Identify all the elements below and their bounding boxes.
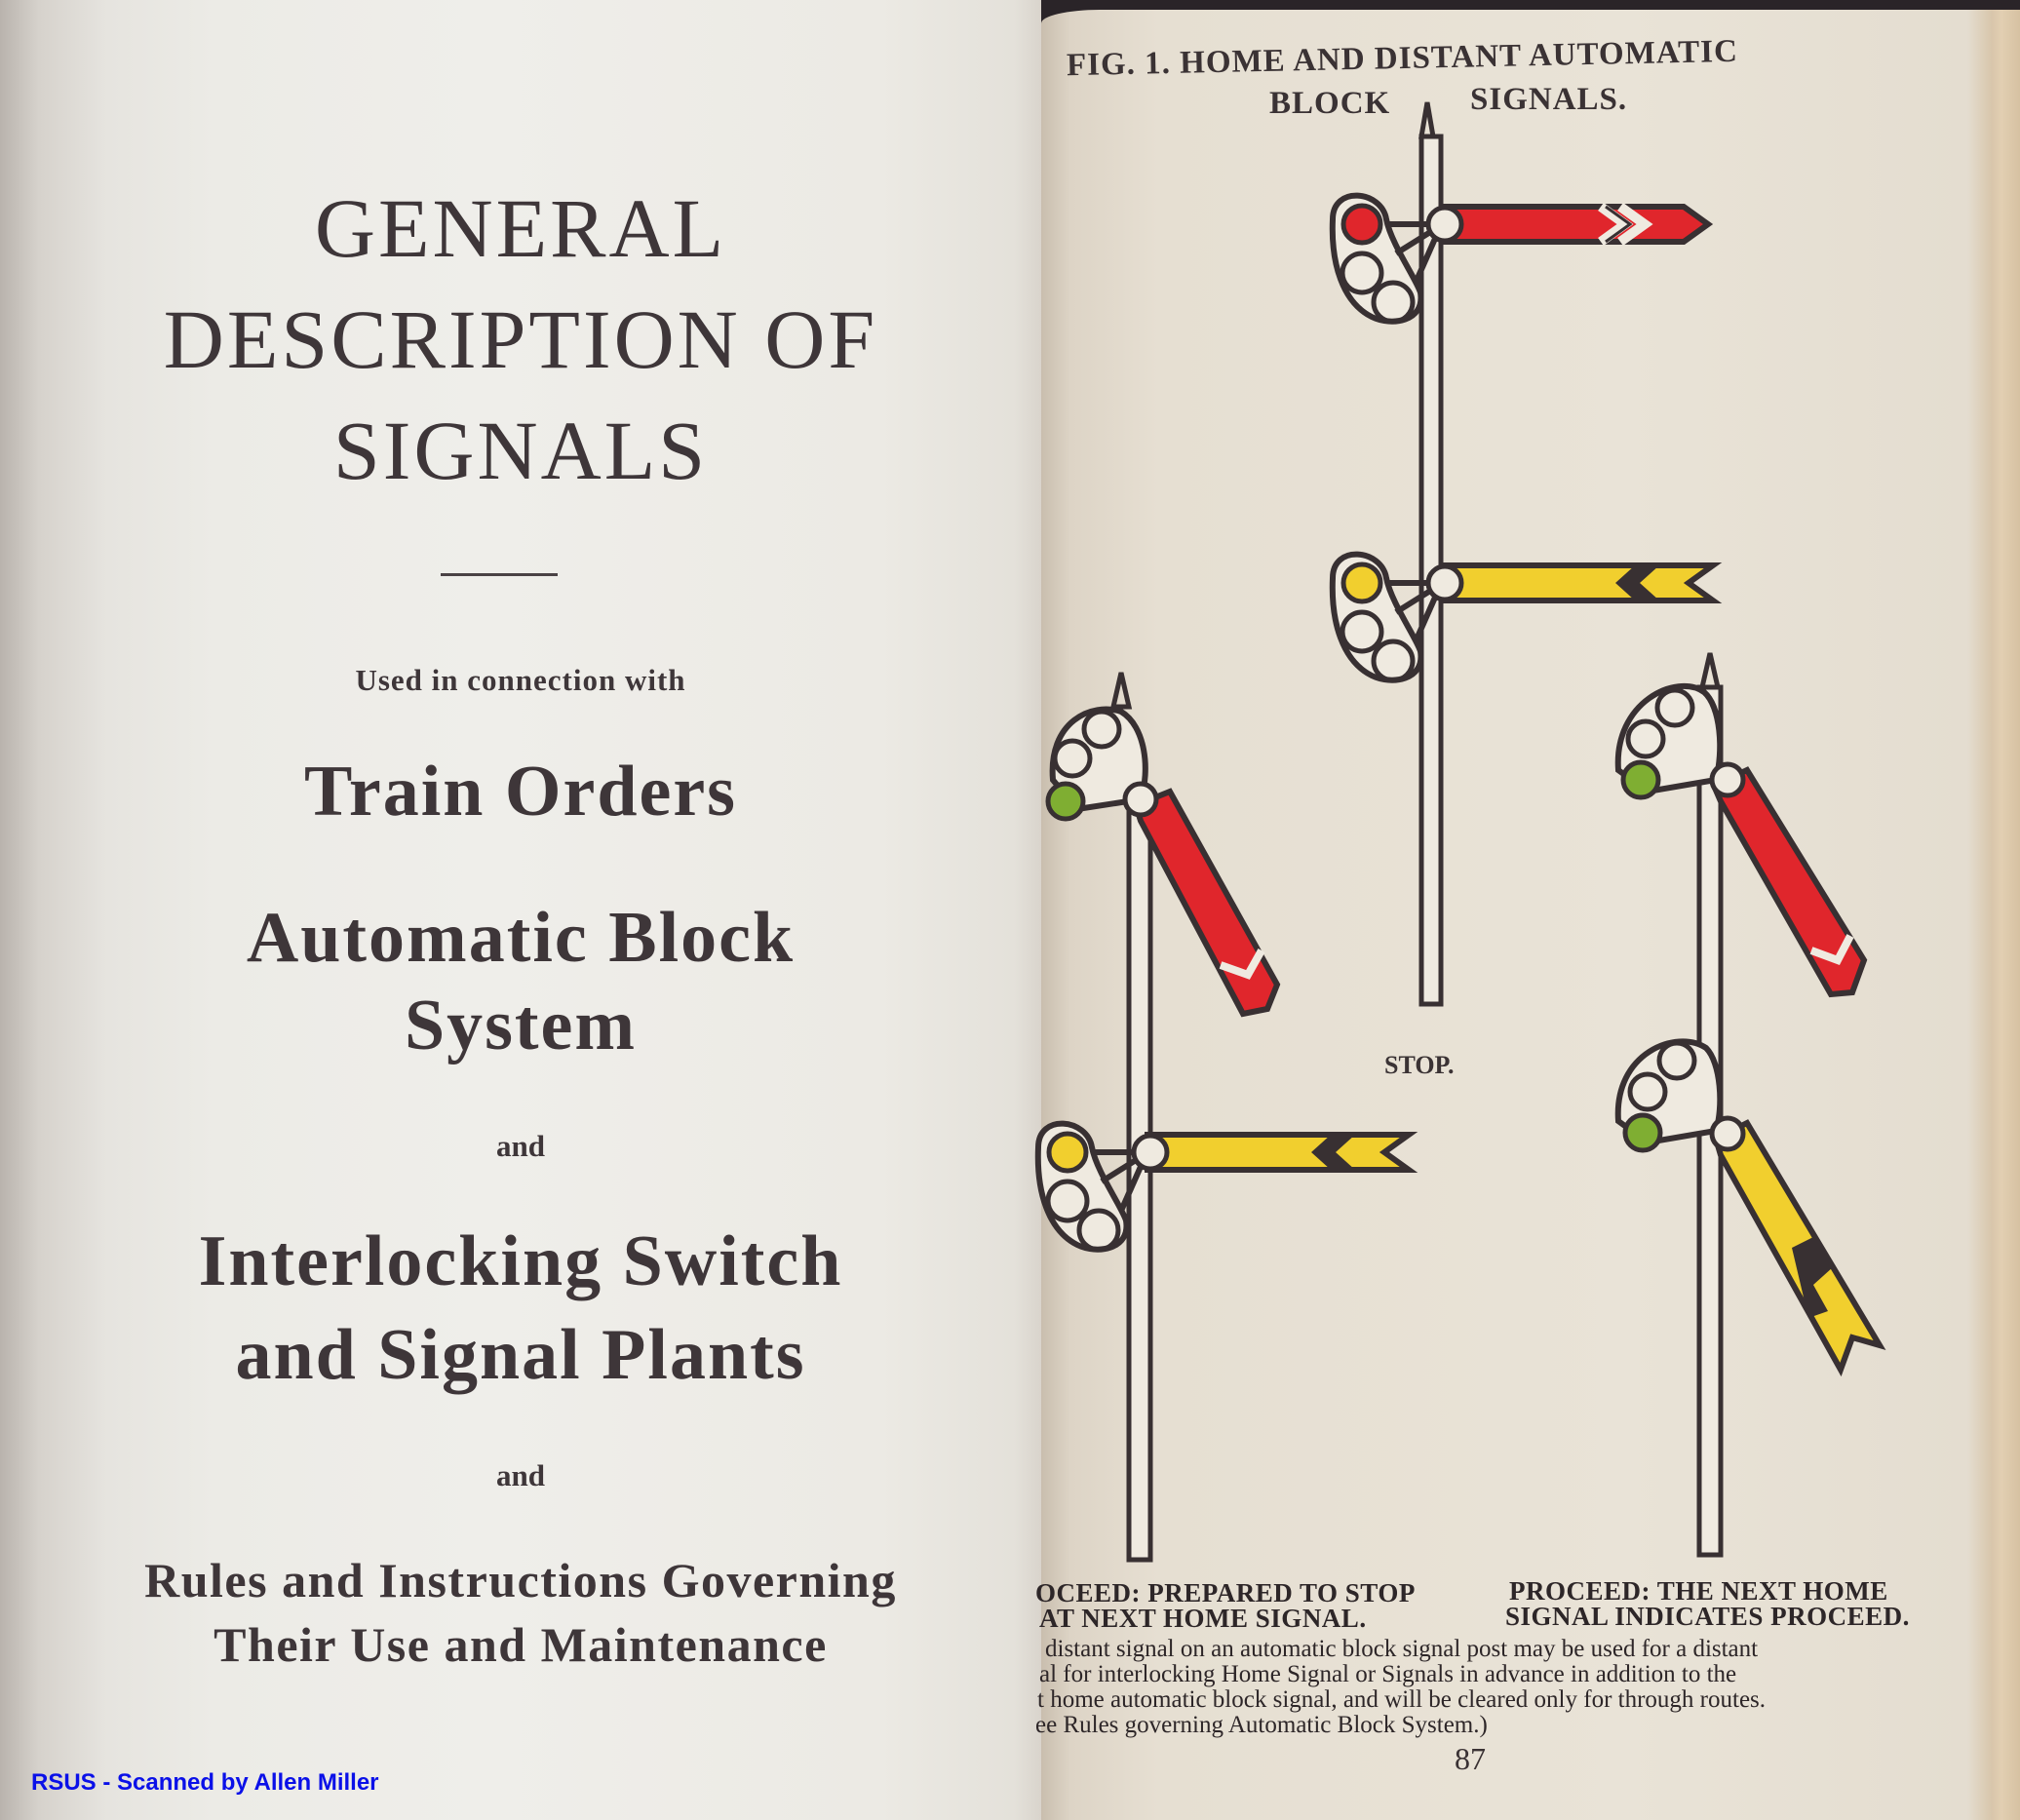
figure-title-signals: SIGNALS.	[1470, 82, 1628, 117]
left-page: GENERAL DESCRIPTION OF SIGNALS Used in c…	[0, 0, 1041, 1820]
title-line-3: SIGNALS	[332, 404, 709, 497]
connector-and-2: and	[496, 1458, 545, 1492]
topic-rules-line-2: Their Use and Maintenance	[214, 1617, 828, 1672]
note-line-3: t home automatic block signal, and will …	[1037, 1686, 1767, 1713]
left-lower-signal	[1038, 1124, 1418, 1250]
caption-left-line-1: OCEED: PREPARED TO STOP	[1035, 1578, 1416, 1607]
note-line-1: distant signal on an automatic block sig…	[1045, 1636, 1759, 1662]
note-line-4: ee Rules governing Automatic Block Syste…	[1035, 1712, 1488, 1738]
caption-right-line-1: PROCEED: THE NEXT HOME	[1509, 1576, 1888, 1606]
title-line-2: DESCRIPTION OF	[163, 292, 878, 386]
topic-rules-line-1: Rules and Instructions Governing	[144, 1553, 897, 1607]
topic-interlocking-line-1: Interlocking Switch	[198, 1221, 843, 1301]
scanner-watermark: RSUS - Scanned by Allen Miller	[31, 1769, 379, 1796]
title-line-1: GENERAL	[314, 181, 727, 275]
page-number: 87	[1455, 1741, 1486, 1776]
topic-interlocking-line-2: and Signal Plants	[235, 1315, 806, 1395]
topic-automatic-block-line-1: Automatic Block	[246, 898, 796, 978]
divider-rule	[441, 573, 558, 576]
note-line-2: al for interlocking Home Signal or Signa…	[1039, 1661, 1737, 1687]
figure-title-block: BLOCK	[1269, 86, 1391, 121]
topic-automatic-block-line-2: System	[404, 986, 638, 1065]
stop-label: STOP.	[1384, 1051, 1455, 1079]
right-top-signal	[1614, 682, 1868, 998]
caption-left-line-2: AT NEXT HOME SIGNAL.	[1039, 1604, 1367, 1633]
center-top-signal	[1333, 196, 1714, 322]
topic-train-orders: Train Orders	[304, 752, 737, 832]
right-lower-signal	[1614, 1038, 1886, 1377]
left-top-signal	[1045, 706, 1281, 1018]
center-lower-signal	[1333, 555, 1723, 680]
caption-right-line-2: SIGNAL INDICATES PROCEED.	[1505, 1602, 1910, 1631]
connector-and-1: and	[496, 1129, 545, 1163]
intro-text: Used in connection with	[355, 663, 686, 697]
